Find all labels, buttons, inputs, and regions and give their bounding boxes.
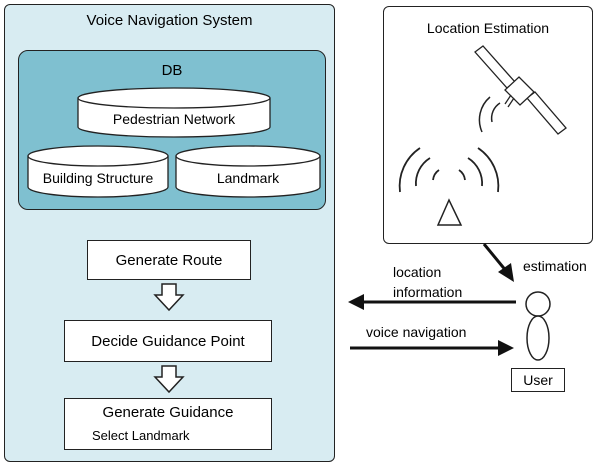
location-information-line-2: information <box>393 284 463 300</box>
voice-navigation-system-title: Voice Navigation System <box>86 12 253 29</box>
cylinder-pedestrian-network <box>77 87 271 138</box>
estimation-arrow <box>482 243 514 282</box>
db-store-pedestrian-network: Pedestrian Network <box>112 111 236 127</box>
location-information-arrow <box>348 294 516 310</box>
db-store-landmark: Landmark <box>216 170 280 186</box>
location-estimation-title: Location Estimation <box>426 20 550 36</box>
db-title: DB <box>161 62 183 79</box>
location-information-label: location information <box>393 262 462 302</box>
generate-guidance-box <box>64 398 272 450</box>
user-label: User <box>511 368 565 392</box>
cylinder-building-structure <box>27 145 169 198</box>
voice-navigation-arrow <box>350 340 514 356</box>
person-icon <box>525 291 551 361</box>
antenna-icon <box>436 198 463 226</box>
voice-navigation-label: voice navigation <box>366 324 467 340</box>
signal-waves-icon <box>398 147 500 193</box>
down-arrow-icon <box>153 365 185 394</box>
signal-waves-icon <box>478 96 501 133</box>
location-information-line-1: location <box>393 264 442 280</box>
select-landmark-label: Select Landmark <box>92 428 190 443</box>
decide-guidance-point-box: Decide Guidance Point <box>64 320 272 362</box>
estimation-label: estimation <box>523 258 587 274</box>
db-store-building-structure: Building Structure <box>42 170 154 186</box>
generate-guidance-label: Generate Guidance <box>102 404 234 421</box>
satellite-icon <box>474 45 567 135</box>
generate-route-box: Generate Route <box>87 240 251 280</box>
down-arrow-icon <box>153 283 185 312</box>
cylinder-landmark <box>175 145 321 198</box>
